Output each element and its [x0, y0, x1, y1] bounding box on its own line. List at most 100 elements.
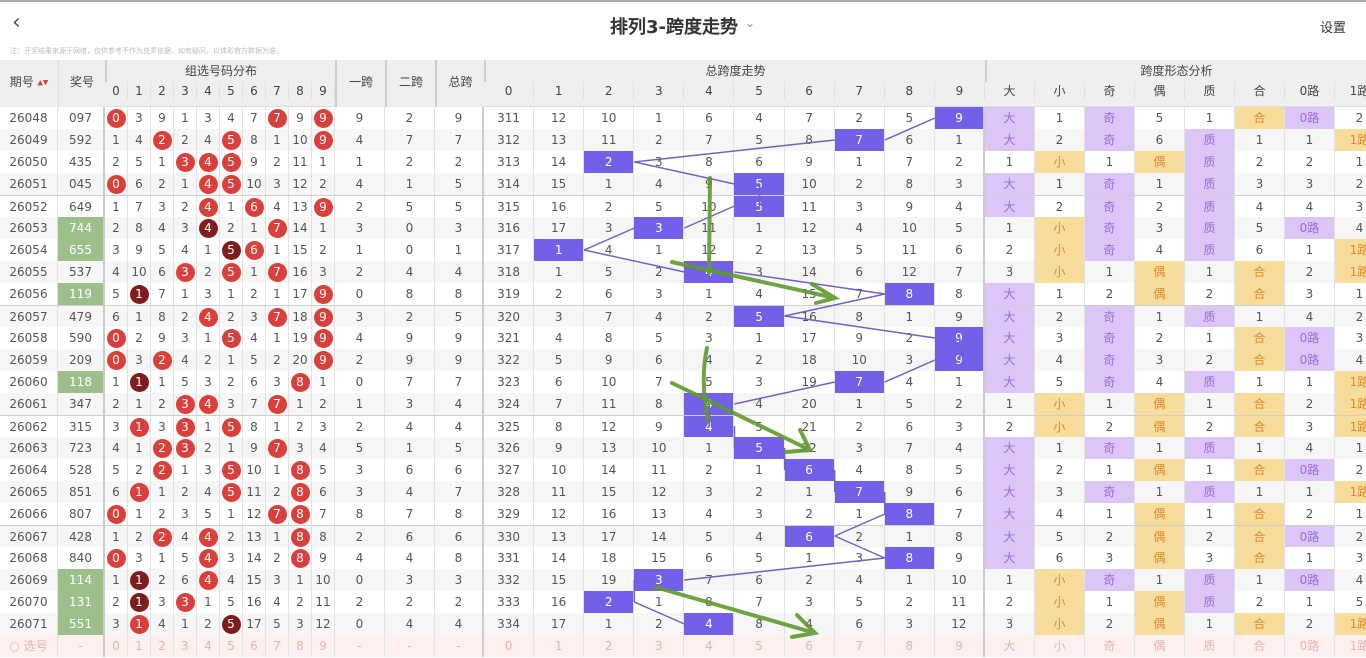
select-form-button[interactable]: 质 [1185, 635, 1235, 657]
select-digit-button[interactable]: 8 [289, 635, 312, 657]
trend-miss-cell: 313 [484, 151, 535, 173]
distribution-cell: 0 [105, 503, 128, 525]
form-hit-cell: 质 [1184, 437, 1235, 459]
sort-icon[interactable]: ▲▼ [37, 78, 49, 87]
distribution-cell: 1 [312, 371, 335, 393]
select-form-button[interactable]: 合 [1235, 635, 1285, 657]
distribution-cell: 1 [197, 239, 220, 261]
select-trend-button[interactable]: 6 [785, 635, 835, 657]
distribution-cell: 8 [289, 371, 312, 393]
miss-count: 1 [273, 287, 281, 301]
distribution-cell: 5 [220, 416, 243, 437]
trend-miss-cell: 3 [885, 613, 935, 635]
form-hit-cell: 质 [1184, 569, 1235, 591]
select-form-button[interactable]: 奇 [1085, 635, 1135, 657]
distribution-cell: 1 [220, 437, 243, 459]
select-trend-button[interactable]: 7 [835, 635, 885, 657]
back-icon[interactable]: ‹ [12, 10, 21, 35]
distribution-cell: 9 [312, 107, 335, 129]
select-trend-button[interactable]: 9 [935, 635, 985, 657]
select-trend-button[interactable]: 3 [634, 635, 685, 657]
total-span-value: 9 [435, 327, 484, 349]
distribution-cell: 5 [197, 503, 220, 525]
miss-count: 4 [135, 133, 143, 147]
trend-hit-cell: 7 [834, 481, 885, 503]
span1-value: 4 [335, 173, 385, 195]
prize-number: 347 [58, 393, 105, 415]
form-miss-cell: 1 [1285, 481, 1335, 503]
span2-value: 1 [385, 437, 435, 459]
column-header-issue[interactable]: 期号 ▲▼ [0, 60, 58, 107]
chevron-down-icon[interactable]: ⌄ [745, 16, 756, 30]
select-digit-button[interactable]: 0 [105, 635, 128, 657]
select-digit-button[interactable]: 5 [220, 635, 243, 657]
select-trend-button[interactable]: 4 [684, 635, 735, 657]
form-hit-cell: 0路 [1284, 459, 1335, 481]
select-form-button[interactable]: 小 [1035, 635, 1085, 657]
distribution-cell: 2 [105, 217, 128, 239]
page-title[interactable]: 排列3-跨度走势 [610, 17, 738, 38]
select-digit-button[interactable]: 1 [128, 635, 151, 657]
select-digit-button[interactable]: 3 [174, 635, 197, 657]
select-digit-button[interactable]: 9 [312, 635, 335, 657]
select-label[interactable]: ○ 选号 [0, 635, 58, 657]
total-span-value: 9 [435, 107, 484, 129]
form-header: 奇 [1085, 82, 1135, 100]
select-digit-button[interactable]: 6 [243, 635, 266, 657]
select-digit-button[interactable]: 4 [197, 635, 220, 657]
form-miss-cell: 2 [1035, 459, 1085, 481]
select-trend-button[interactable]: 0 [484, 635, 535, 657]
select-form-button[interactable]: 大 [985, 635, 1035, 657]
issue-number: 26053 [0, 217, 58, 239]
miss-count: 4 [181, 353, 189, 367]
form-hit-cell: 1路 [1334, 416, 1366, 437]
select-trend-button[interactable]: 8 [885, 635, 935, 657]
select-form-button[interactable]: 0路 [1285, 635, 1335, 657]
trend-miss-cell: 7 [634, 371, 685, 393]
column-header-total: 总跨 [435, 60, 484, 107]
hit-ball: 2 [152, 131, 172, 150]
trend-miss-cell: 1 [734, 459, 785, 481]
select-digit-button[interactable]: 7 [266, 635, 289, 657]
select-form-button[interactable]: 1路 [1335, 635, 1366, 657]
settings-button[interactable]: 设置 [1319, 21, 1346, 36]
select-digit-button[interactable]: 2 [151, 635, 174, 657]
select-trend-button[interactable]: 2 [584, 635, 635, 657]
trend-miss-cell: 330 [484, 526, 535, 547]
distribution-cell: 3 [105, 416, 128, 437]
form-miss-cell: 1 [1035, 107, 1085, 129]
distribution-cell: 1 [312, 217, 335, 239]
hit-ball: 1 [129, 373, 149, 392]
select-trend-button[interactable]: 5 [734, 635, 785, 657]
select-form-button[interactable]: 偶 [1135, 635, 1185, 657]
trend-miss-cell: 1 [584, 173, 635, 195]
select-trend-button[interactable]: 1 [534, 635, 585, 657]
distribution-cell: 3 [174, 416, 197, 437]
radio-circle-icon[interactable]: ○ [9, 639, 24, 653]
